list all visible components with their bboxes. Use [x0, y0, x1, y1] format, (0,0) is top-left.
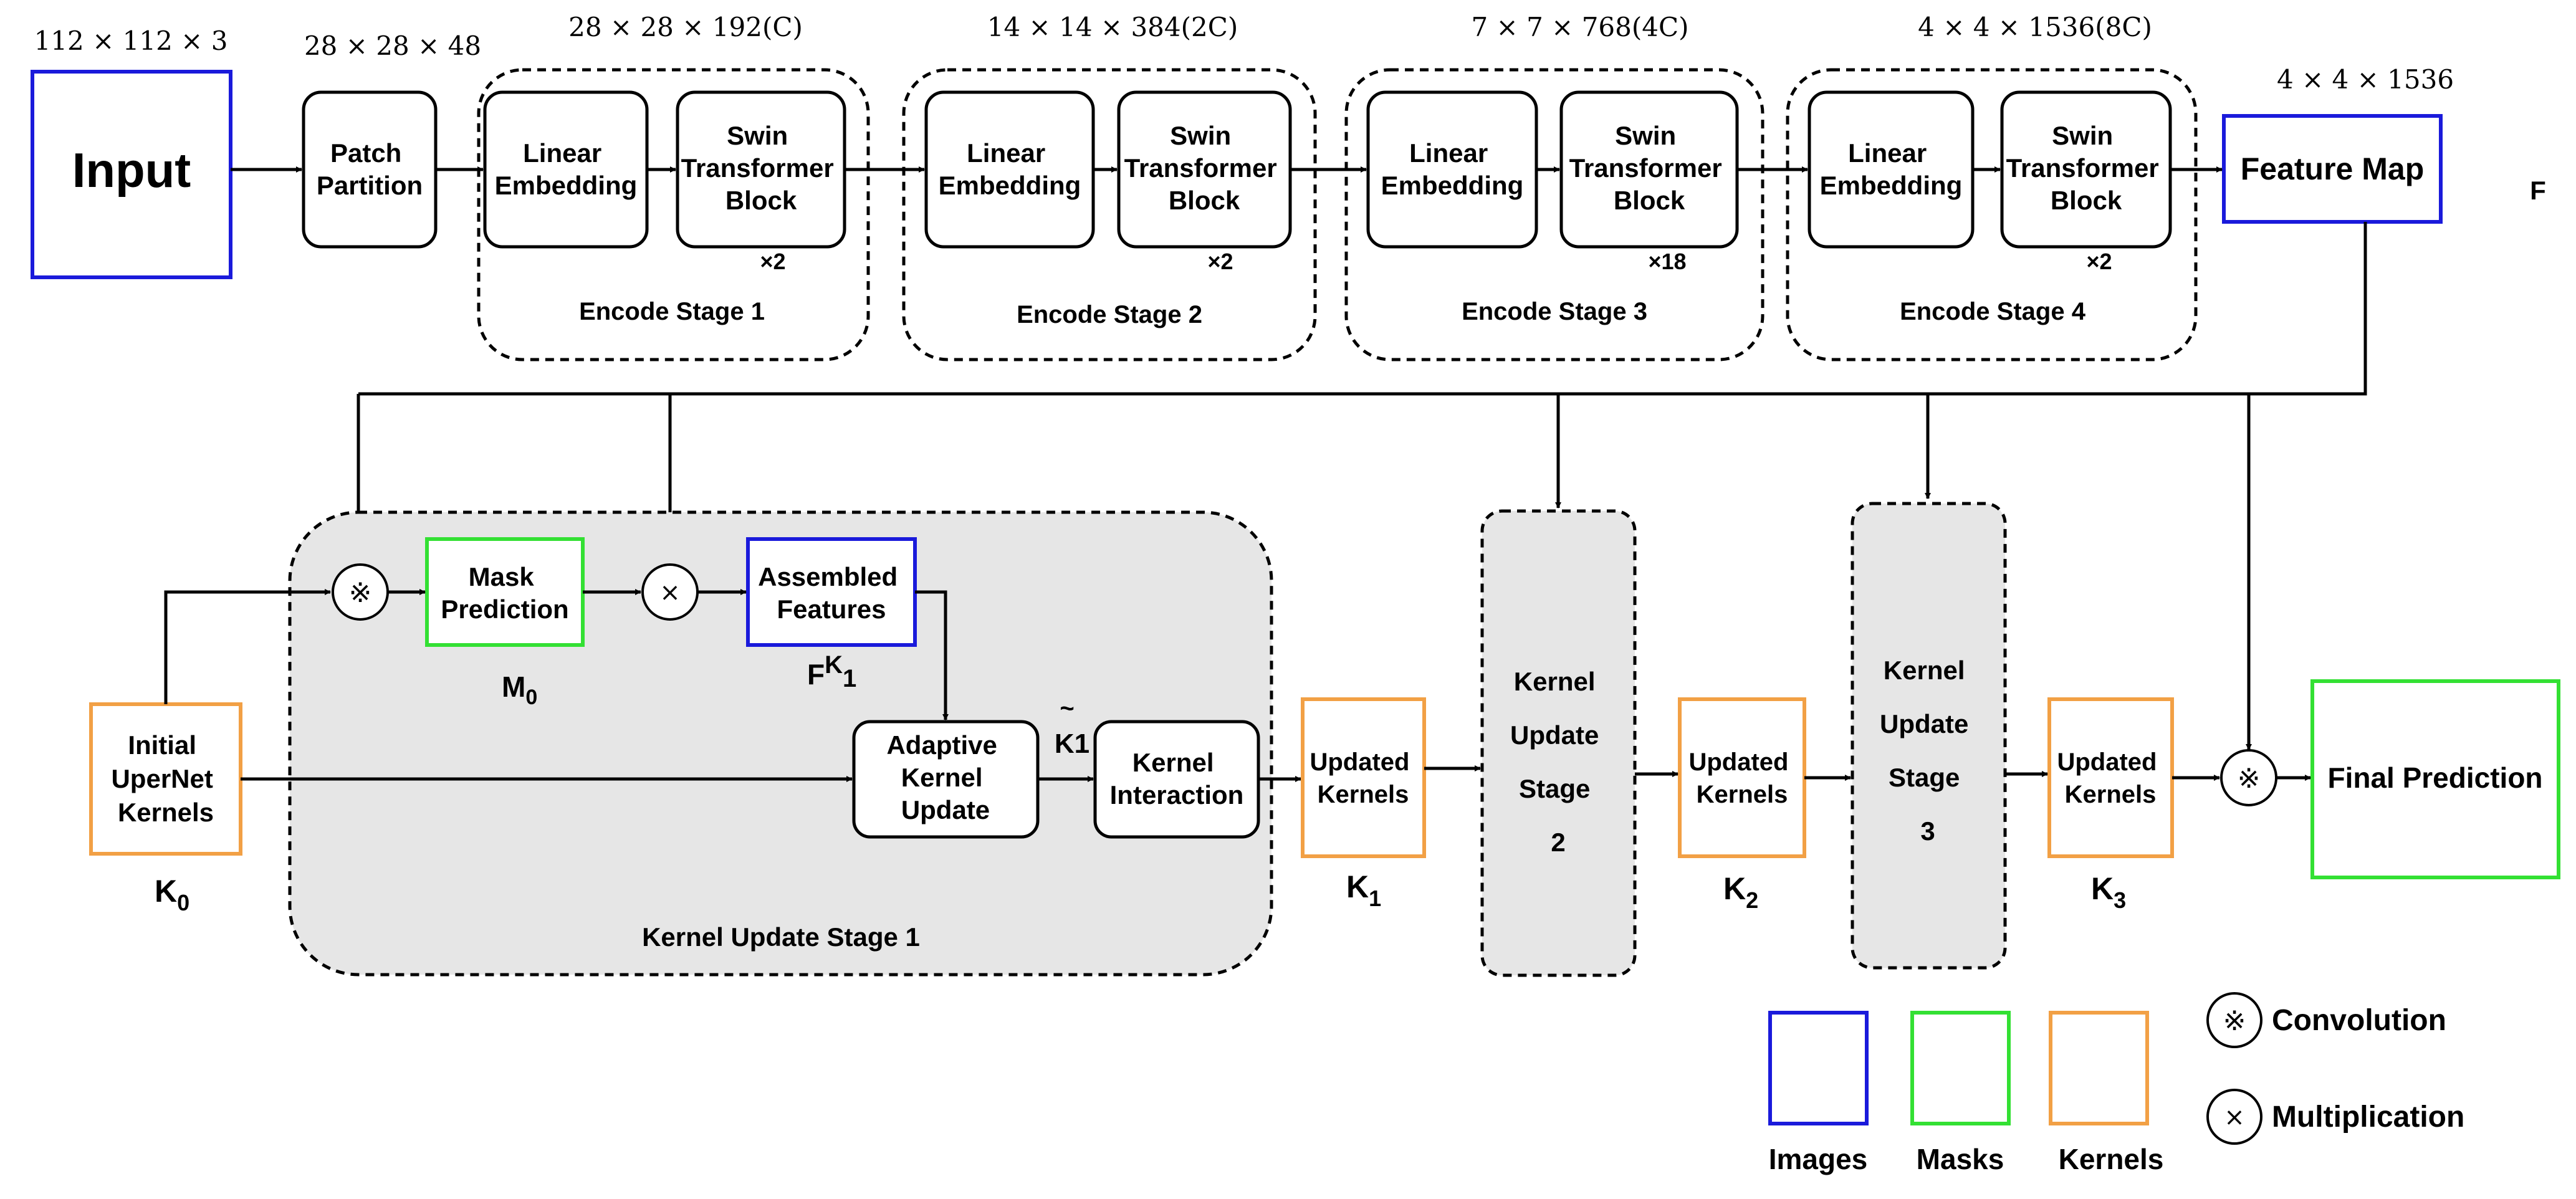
updated-kernels-label-2: Updated Kernels [1688, 748, 1795, 808]
legend-kernels-swatch [2049, 1011, 2149, 1125]
linear-embedding-label-4: Linear Embedding [1820, 138, 1963, 200]
updated-kernels-box-3 [2047, 697, 2174, 858]
encode-stage-2-label: Encode Stage 2 [1017, 301, 1202, 328]
assembled-features-box [746, 537, 917, 647]
convolution-symbol-final: ※ [2238, 763, 2261, 795]
kernel-interaction-block [1093, 720, 1260, 839]
kernel-update-stage-2-label: Kernel Update Stage 2 [1510, 667, 1606, 857]
feature-map-box [2222, 114, 2443, 224]
legend-masks-label: Masks [1917, 1143, 2004, 1175]
linear-embedding-label-2: Linear Embedding [939, 138, 1081, 200]
linear-embedding-label-3: Linear Embedding [1381, 138, 1524, 200]
arrow-assembled-to-adaptive [915, 590, 949, 720]
legend-multiplication-icon [2206, 1089, 2262, 1145]
k0-label: K0 [155, 874, 189, 915]
linear-embedding-block-3 [1366, 90, 1538, 249]
swin-block-label-3: Swin Transformer Block [1569, 121, 1730, 215]
legend-masks-swatch [1910, 1011, 2011, 1125]
legend-images-swatch [1768, 1011, 1869, 1125]
legend-kernels-label: Kernels [2059, 1143, 2164, 1175]
initial-kernels-label: Initial UperNet Kernels [111, 730, 220, 827]
swin-block-label-4: Swin Transformer Block [2006, 121, 2167, 215]
legend-images-label: Images [1769, 1143, 1868, 1175]
mask-prediction-box [425, 537, 585, 647]
kernel-update-stage-1-label: Kernel Update Stage 1 [642, 922, 920, 952]
multiplication-symbol: × [659, 578, 681, 607]
kernel-interaction-label: Kernel Interaction [1110, 748, 1244, 810]
input-dimension: 112 × 112 × 3 [34, 26, 228, 56]
adaptive-kernel-update-label: Adaptive Kernel Update [886, 730, 1004, 824]
swin-block-label-1: Swin Transformer Block [681, 121, 841, 215]
feature-symbol: F [2530, 176, 2546, 205]
assembled-features-label: Assembled Features [758, 562, 905, 624]
stage4-dimension: 4 × 4 × 1536(8C) [1918, 12, 2152, 42]
convolution-symbol-1: ※ [349, 577, 372, 609]
legend-convolution-symbol: ※ [2223, 1005, 2246, 1037]
feature-bus-line [358, 222, 2367, 396]
k2-label: K2 [1723, 871, 1758, 913]
encode-stage-4-label: Encode Stage 4 [1900, 298, 2086, 325]
initial-kernels-box [89, 702, 242, 856]
updated-kernels-label-3: Updated Kernels [2057, 748, 2163, 808]
encode-stage-3-label: Encode Stage 3 [1462, 298, 1647, 325]
stage-3-repeat: ×18 [1648, 249, 1686, 274]
final-prediction-label: Final Prediction [2327, 762, 2542, 794]
stage-1-repeat: ×2 [760, 249, 785, 274]
stage-2-repeat: ×2 [1207, 249, 1233, 274]
updated-kernels-box-1 [1301, 697, 1426, 858]
k3-label: K3 [2091, 871, 2126, 913]
kernel-update-stage-3-frame [1851, 502, 2007, 970]
kernel-update-stage-3-label: Kernel Update Stage 3 [1880, 656, 1976, 846]
m0-label: M0 [502, 671, 537, 709]
feature-map-dimension: 4 × 4 × 1536 [2277, 64, 2454, 95]
kernel-update-stage-2-frame [1480, 509, 1637, 977]
legend-multiplication-label: Multiplication [2272, 1101, 2464, 1134]
encode-stage-1-label: Encode Stage 1 [579, 298, 765, 325]
k1-tilde-mark: ~ [1060, 695, 1074, 722]
encode-stage-3-frame [1344, 68, 1764, 361]
legend-multiplication-symbol: × [2224, 1103, 2245, 1132]
k1-tilde-label: K1 [1055, 728, 1089, 759]
input-label: Input [72, 143, 191, 198]
stage-4-repeat: ×2 [2086, 249, 2112, 274]
stage3-dimension: 7 × 7 × 768(4C) [1471, 12, 1688, 42]
updated-kernels-label-1: Updated Kernels [1310, 748, 1416, 808]
encode-stage-1-frame [477, 68, 870, 361]
legend-convolution-label: Convolution [2272, 1004, 2446, 1037]
k1-label: K1 [1346, 869, 1381, 911]
linear-embedding-label-1: Linear Embedding [495, 138, 638, 200]
swin-block-label-2: Swin Transformer Block [1124, 121, 1285, 215]
stage2-dimension: 14 × 14 × 384(2C) [987, 12, 1238, 42]
patch-partition-label: Patch Partition [317, 138, 423, 200]
linear-embedding-block-4 [1808, 90, 1975, 249]
input-box [31, 70, 232, 279]
arrow-k0-to-conv1 [164, 589, 331, 704]
patch-dimension: 28 × 28 × 48 [304, 31, 481, 61]
linear-embedding-block-2 [924, 90, 1095, 249]
legend-convolution-icon [2206, 992, 2262, 1048]
patch-partition-block [302, 90, 438, 249]
updated-kernels-box-2 [1678, 697, 1806, 858]
mask-prediction-label: Mask Prediction [441, 562, 568, 624]
feature-map-label: Feature Map [2241, 151, 2425, 186]
encode-stage-2-frame [902, 68, 1317, 361]
final-prediction-box [2310, 679, 2560, 879]
linear-embedding-block-1 [483, 90, 649, 249]
fk1-label: FK1 [807, 651, 856, 692]
stage1-dimension: 28 × 28 × 192(C) [568, 12, 803, 42]
